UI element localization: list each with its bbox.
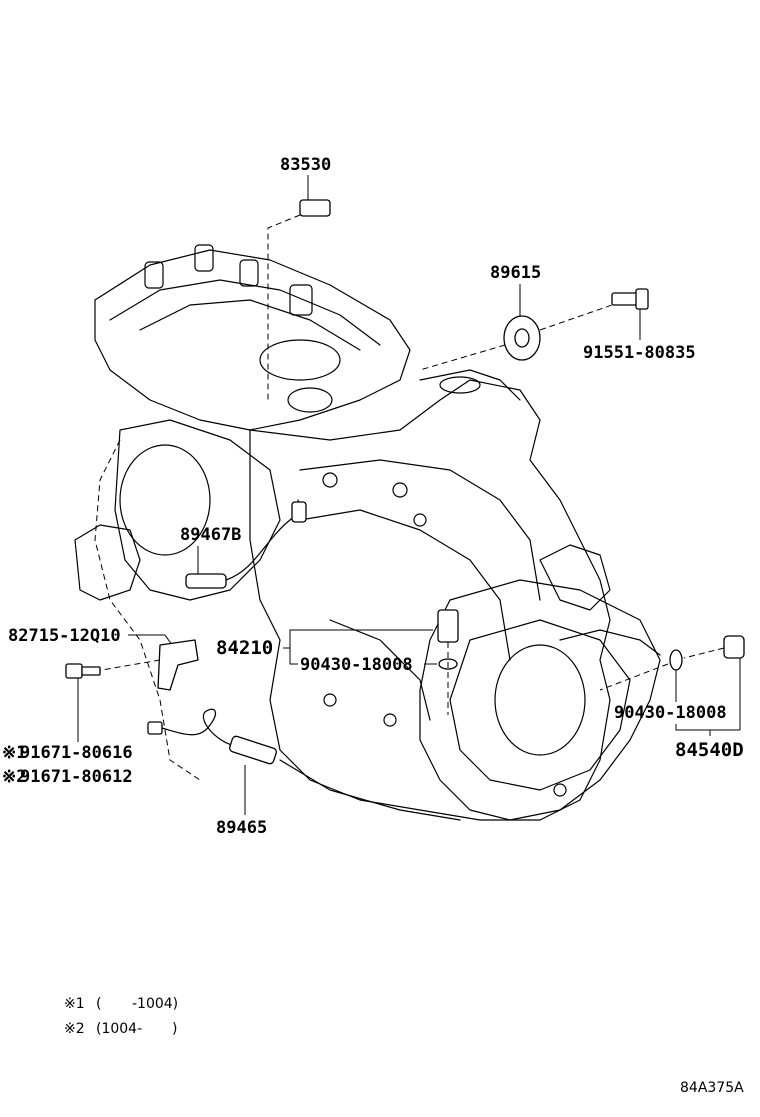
leader-line	[289, 648, 298, 665]
footnote-2-open: (1004-	[96, 1021, 142, 1037]
part-label-89615[interactable]: 89615	[490, 263, 541, 283]
bolt-shank-icon	[81, 666, 101, 676]
engine-assembly-drawing	[74, 244, 661, 821]
footnote-1-mark: ※1	[64, 996, 85, 1012]
oxygen-sensor-icon	[229, 735, 277, 765]
part-84540d-group[interactable]: 90430-18008 84540D	[599, 635, 745, 761]
diagram-reference-code: 84A375A	[680, 1080, 744, 1096]
bolt-icon	[65, 663, 83, 679]
footnote-1-open: (	[96, 996, 101, 1012]
part-label-91671-80612[interactable]: 91671-80612	[20, 767, 133, 787]
part-91671-labels[interactable]: ※1 91671-80616 ※2 91671-80612	[2, 743, 133, 787]
bracket-icon	[157, 639, 199, 691]
part-label-84210[interactable]: 84210	[216, 637, 273, 659]
speed-sensor-icon	[723, 635, 745, 659]
part-label-90430-18008-b[interactable]: 90430-18008	[614, 703, 727, 723]
part-89615-group[interactable]: 89615 91551-80835	[419, 263, 696, 371]
variant-marker-1: ※1	[2, 743, 26, 763]
part-label-89467b[interactable]: 89467B	[180, 525, 241, 545]
part-label-91551-80835[interactable]: 91551-80835	[583, 343, 696, 363]
part-label-89465[interactable]: 89465	[216, 818, 267, 838]
dashed-guide	[419, 344, 506, 371]
footnote-2-mark: ※2	[64, 1021, 85, 1037]
gasket-icon	[669, 649, 683, 671]
variant-marker-2: ※2	[2, 767, 26, 787]
backup-switch-icon	[437, 609, 459, 643]
footnote-2-range: )	[172, 1021, 177, 1037]
sensor-wire-icon	[161, 708, 233, 746]
dashed-guide	[683, 647, 725, 659]
sensor-connector-icon	[147, 721, 163, 735]
dashed-guide	[89, 659, 161, 673]
leader-line	[283, 629, 433, 649]
oil-pressure-switch-icon	[299, 199, 331, 217]
part-label-91671-80616[interactable]: 91671-80616	[20, 743, 133, 763]
part-83530-group[interactable]: 83530	[267, 155, 331, 400]
footnote-1-range: -1004)	[132, 996, 178, 1012]
part-84210-group[interactable]: 84210 90430-18008	[216, 609, 459, 715]
dashed-guide	[267, 214, 301, 400]
af-sensor-icon	[185, 573, 227, 589]
sensor-connector-icon	[291, 501, 307, 523]
bolt-head-icon	[635, 288, 649, 310]
part-89467b-group[interactable]: 89467B	[180, 499, 307, 589]
part-label-82715-12q10[interactable]: 82715-12Q10	[8, 626, 121, 646]
part-label-90430-18008-a[interactable]: 90430-18008	[300, 655, 413, 675]
footnotes: ※1 ( -1004) ※2 (1004- )	[64, 996, 178, 1037]
part-82715-group[interactable]: 82715-12Q10	[8, 626, 199, 742]
dashed-guide	[539, 304, 613, 331]
leader-line	[675, 724, 740, 731]
part-label-84540d[interactable]: 84540D	[675, 739, 744, 761]
part-89465-group[interactable]: 89465	[147, 708, 277, 838]
knock-sensor-hole-icon	[514, 328, 530, 348]
part-label-83530[interactable]: 83530	[280, 155, 331, 175]
dashed-guide	[599, 663, 669, 691]
